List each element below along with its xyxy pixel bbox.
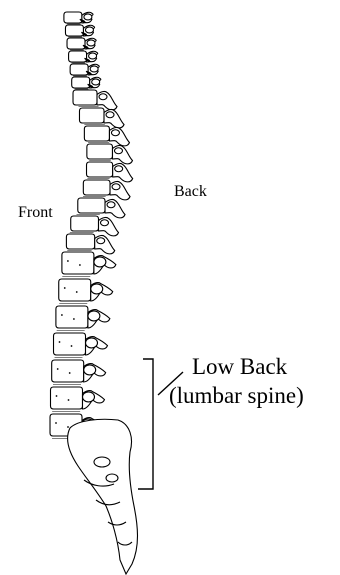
bone-speckle <box>61 314 63 316</box>
vertebral-body <box>64 12 82 23</box>
facet-joint <box>97 238 105 244</box>
facet-joint <box>91 284 103 294</box>
bone-speckle <box>79 264 81 266</box>
facet-joint <box>112 184 120 190</box>
vertebral-body <box>62 252 94 274</box>
vertebral-body <box>87 144 113 159</box>
bone-speckle <box>71 345 73 347</box>
bone-speckle <box>69 372 71 374</box>
bone-speckle <box>76 291 78 293</box>
bone-speckle <box>68 399 70 401</box>
facet-joint <box>84 365 96 375</box>
bone-speckle <box>56 395 58 397</box>
facet-joint <box>101 220 109 226</box>
bone-speckle <box>57 368 59 370</box>
vertebral-column <box>50 12 133 439</box>
vertebral-body <box>51 387 83 409</box>
facet-joint <box>88 311 100 321</box>
facet-joint <box>83 392 95 402</box>
facet-joint <box>114 148 122 154</box>
bone-speckle <box>67 260 69 262</box>
facet-joint <box>115 166 123 172</box>
vertebral-body <box>83 180 110 195</box>
bone-speckle <box>64 287 66 289</box>
facet-joint <box>85 27 93 33</box>
back-label: Back <box>174 184 207 200</box>
vertebral-body <box>72 77 90 88</box>
vertebral-body <box>54 333 86 355</box>
vertebral-body <box>52 360 84 382</box>
lumbar-spine-label: (lumbar spine) <box>169 384 304 407</box>
vertebral-body <box>87 162 113 177</box>
facet-joint <box>99 94 107 100</box>
bone-speckle <box>73 318 75 320</box>
low-back-label: Low Back <box>192 355 287 378</box>
facet-joint <box>107 202 115 208</box>
facet-joint <box>84 14 92 20</box>
facet-joint <box>87 40 95 46</box>
vertebral-body <box>59 279 91 301</box>
vertebral-body <box>56 306 88 328</box>
vertebral-body <box>70 64 88 75</box>
lumbar-bracket <box>138 359 183 489</box>
vertebral-body <box>66 234 94 249</box>
vertebral-body <box>79 108 104 123</box>
sacrum-coccyx <box>68 419 138 574</box>
bone-speckle <box>59 341 61 343</box>
vertebral-body <box>69 51 87 62</box>
vertebral-body <box>84 126 109 141</box>
vertebral-body <box>65 25 83 36</box>
bone-speckle <box>67 426 69 428</box>
facet-joint <box>94 257 106 267</box>
vertebral-body <box>78 198 105 213</box>
facet-joint <box>92 79 100 85</box>
facet-joint <box>106 112 114 118</box>
facet-joint <box>89 53 97 59</box>
facet-joint <box>111 130 119 136</box>
facet-joint <box>86 338 98 348</box>
facet-joint <box>90 66 98 72</box>
bone-speckle <box>55 422 57 424</box>
vertebral-body <box>71 216 99 231</box>
vertebral-body <box>67 38 85 49</box>
front-label: Front <box>18 205 53 221</box>
vertebral-body <box>73 90 97 105</box>
